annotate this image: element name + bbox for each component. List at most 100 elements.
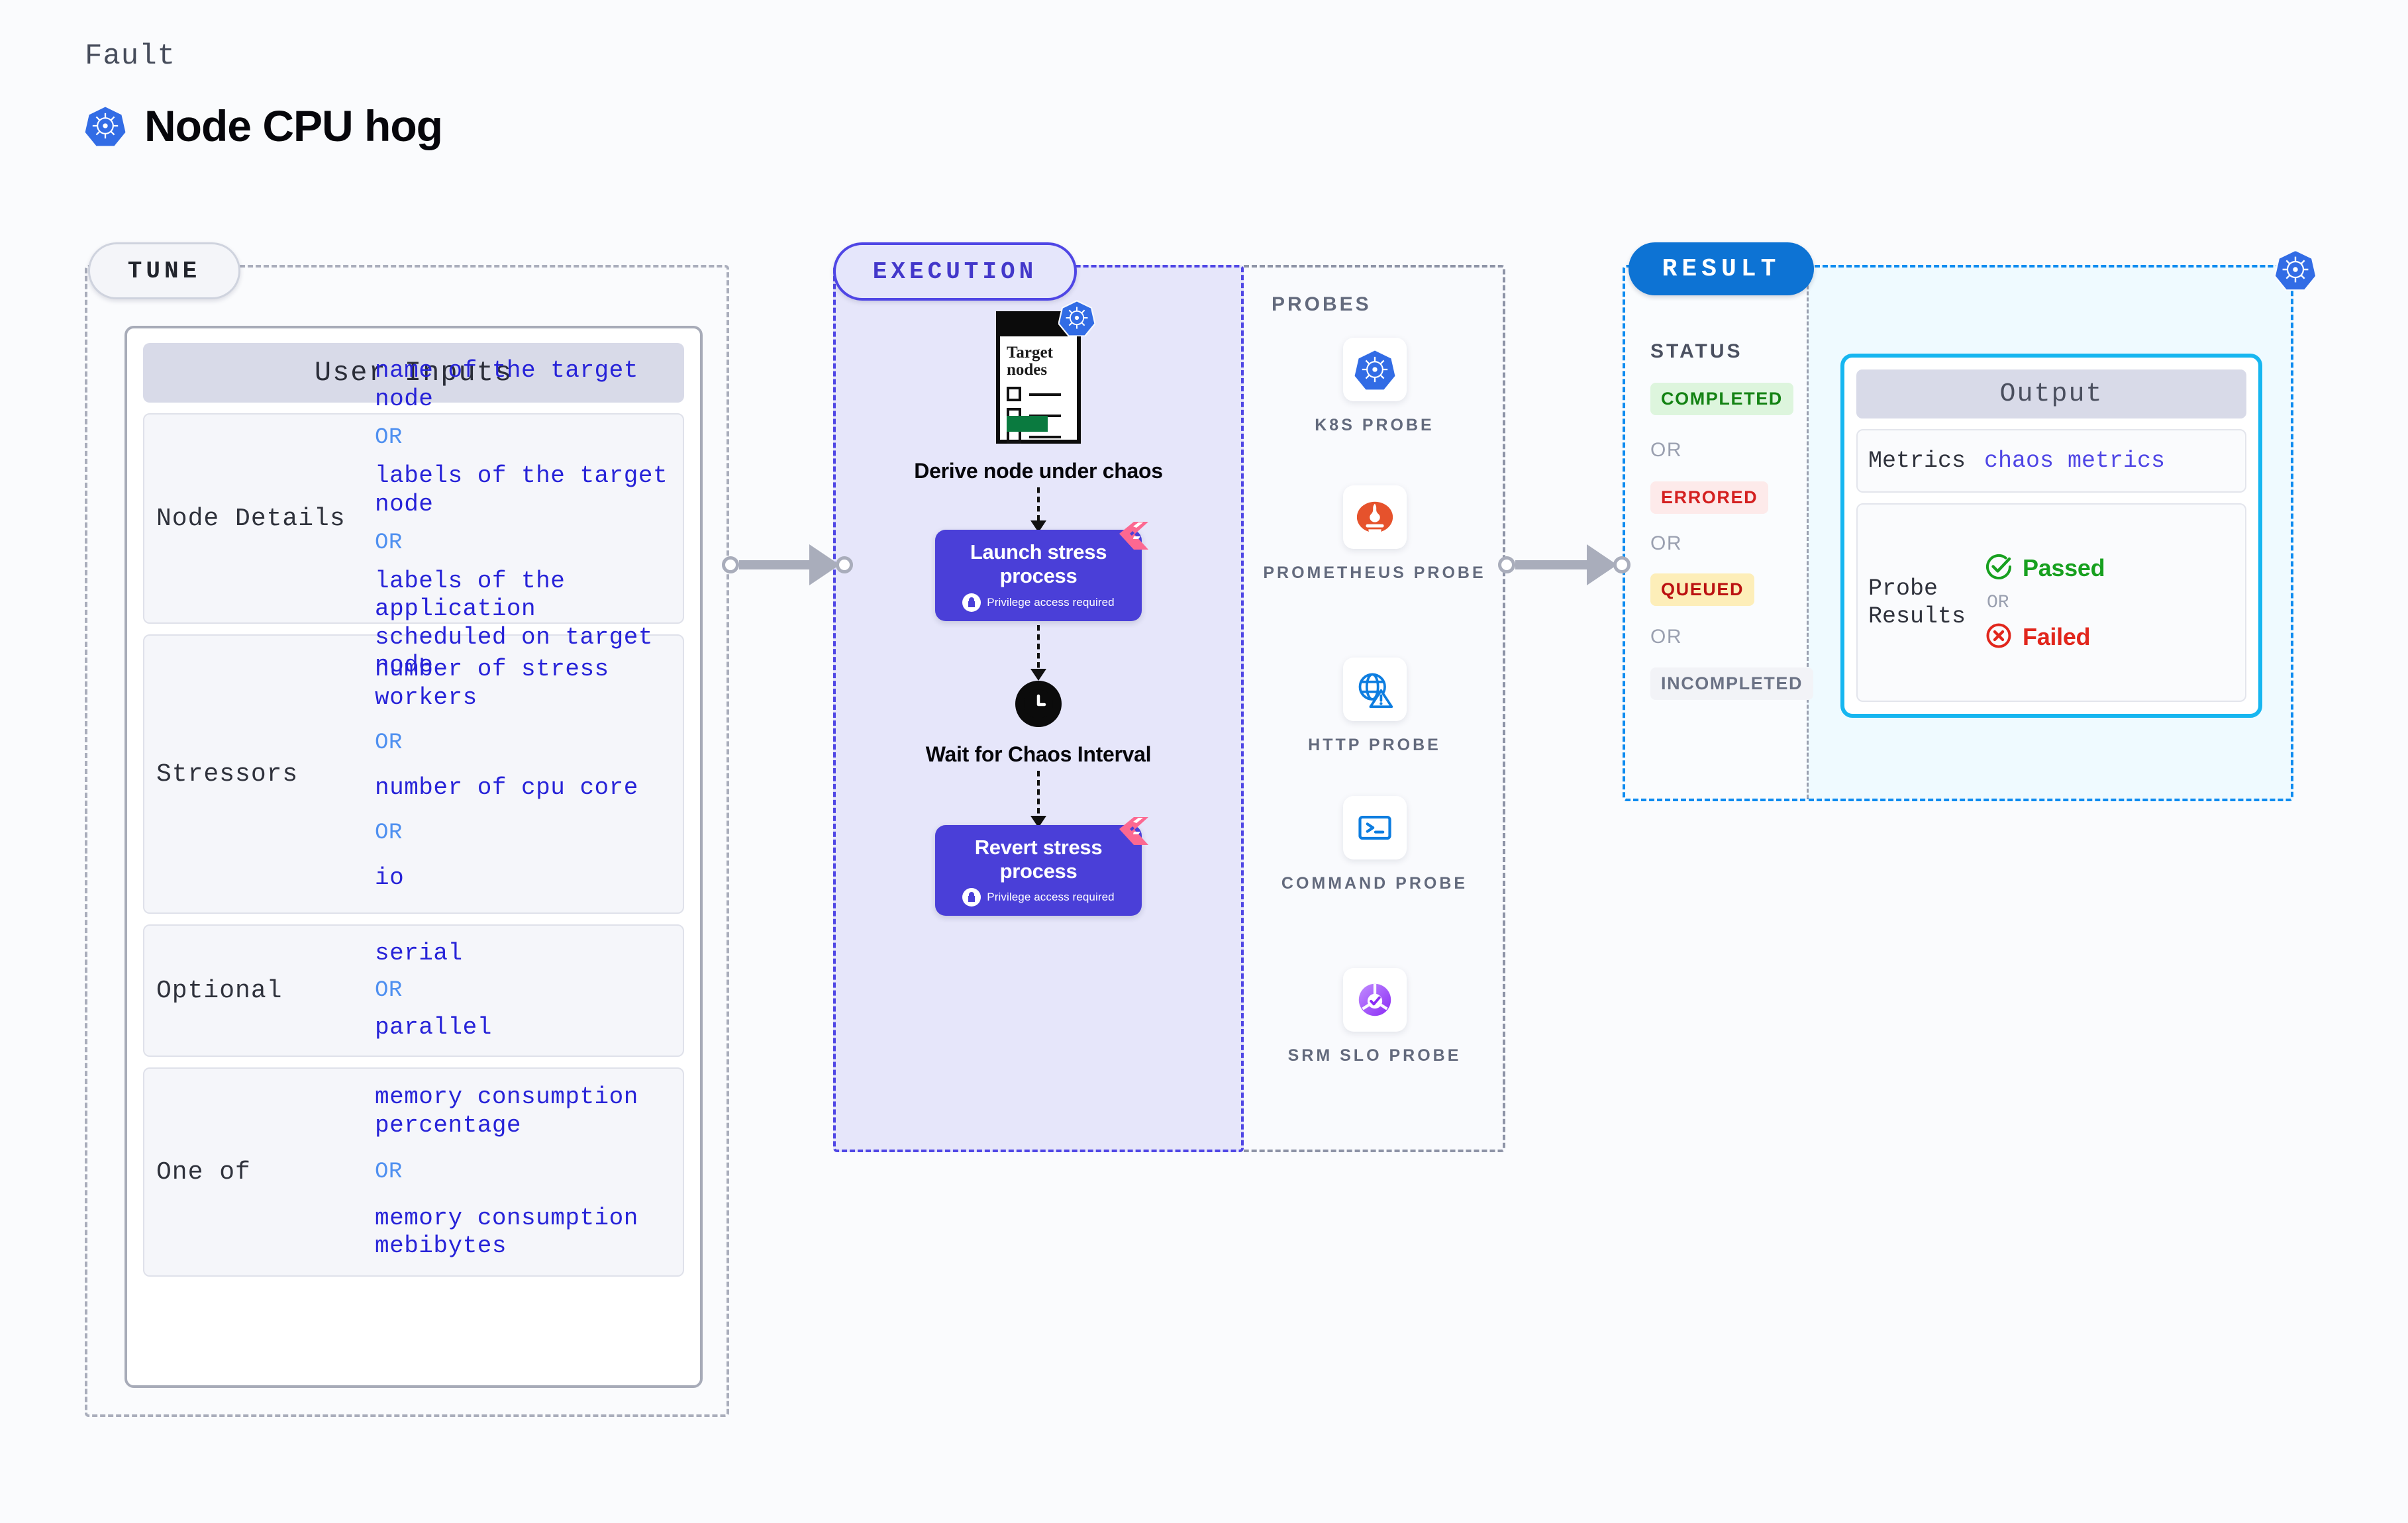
kubernetes-icon <box>1058 299 1096 340</box>
input-separator: OR <box>375 1159 403 1185</box>
flow-step-revert-stress[interactable]: Revert stress process Privilege access r… <box>833 817 1244 916</box>
globe-warning-icon <box>1342 658 1407 721</box>
lock-icon <box>962 888 981 907</box>
input-separator: OR <box>375 425 403 451</box>
output-row-probe-results[interactable]: Probe Results Passed OR <box>1856 503 2246 702</box>
flow-connector-arrow <box>1030 771 1046 828</box>
input-value: io <box>375 864 405 892</box>
status-separator: OR <box>1650 439 1682 461</box>
probes-title: PROBES <box>1272 293 1372 315</box>
input-separator: OR <box>375 730 403 756</box>
status-separator: OR <box>1650 532 1682 554</box>
probe-label: PROMETHEUS PROBE <box>1263 564 1486 582</box>
probe-item-http[interactable]: HTTP PROBE <box>1244 658 1505 757</box>
input-label: Optional <box>156 976 283 1005</box>
section-chip-tune[interactable]: TUNE <box>88 242 240 299</box>
probe-item-command[interactable]: COMMAND PROBE <box>1244 796 1505 895</box>
status-badge-queued: QUEUED <box>1650 573 1755 606</box>
flow-step-caption: Launch stress process <box>970 540 1107 588</box>
target-nodes-list-icon: Target nodes <box>996 300 1096 444</box>
terminal-icon <box>1342 796 1407 860</box>
probe-item-k8s[interactable]: K8S PROBE <box>1244 338 1505 437</box>
harness-icon <box>1117 520 1150 554</box>
status-separator: OR <box>1650 626 1682 648</box>
flow-step-caption: Wait for Chaos Interval <box>925 742 1152 766</box>
probe-label: HTTP PROBE <box>1308 736 1441 754</box>
probe-result-failed: Failed <box>1984 621 2234 654</box>
probe-result-passed: Passed <box>1984 552 2234 585</box>
flow-step-wait-interval[interactable]: Wait for Chaos Interval <box>833 680 1244 767</box>
connector-execution-to-result <box>1498 544 1630 585</box>
flow-step-caption: Derive node under chaos <box>914 459 1163 483</box>
probe-item-prometheus[interactable]: PROMETHEUS PROBE <box>1244 485 1505 585</box>
flow-step-caption: Revert stress process <box>974 836 1103 883</box>
lock-icon <box>962 593 981 612</box>
input-row-node-details[interactable]: Node Details name of the target node OR … <box>143 357 684 679</box>
x-circle-icon <box>1984 621 2013 654</box>
input-label: One of <box>156 1157 251 1187</box>
status-badge-errored: ERRORED <box>1650 481 1769 514</box>
clock-icon <box>1015 680 1062 727</box>
input-separator: OR <box>375 978 403 1003</box>
fault-title-row: Node CPU hog <box>85 101 443 151</box>
status-badge-incompleted: INCOMPLETED <box>1650 667 1814 700</box>
flow-connector-arrow <box>1030 487 1046 533</box>
metrics-link[interactable]: chaos metrics <box>1984 448 2166 474</box>
tune-zone <box>85 265 729 1417</box>
harness-icon <box>1117 816 1150 850</box>
status-badge-completed: COMPLETED <box>1650 383 1793 415</box>
connector-tune-to-execution <box>722 544 853 585</box>
input-value: labels of the target node <box>375 462 668 518</box>
srm-slo-icon <box>1342 968 1407 1032</box>
output-card: Output Metrics chaos metrics Probe Resul… <box>1840 354 2262 718</box>
flow-step-subtitle: Privilege access required <box>987 595 1115 609</box>
input-value: memory consumption mebibytes <box>375 1204 638 1260</box>
status-output-divider <box>1807 268 1809 799</box>
input-value: serial <box>375 939 463 967</box>
output-label: Metrics <box>1868 448 1966 474</box>
input-value: number of cpu core <box>375 774 638 801</box>
check-circle-icon <box>1984 552 2013 585</box>
probe-result-label: Failed <box>2023 623 2091 650</box>
kubernetes-icon <box>1342 338 1407 401</box>
kubernetes-icon <box>85 105 126 146</box>
probe-label: K8S PROBE <box>1315 416 1434 434</box>
flow-step-subtitle: Privilege access required <box>987 891 1115 904</box>
user-inputs-card: User Inputs Node Details name of the tar… <box>125 326 703 1388</box>
input-row-optional[interactable]: Optional serial OR parallel <box>143 924 684 1057</box>
input-separator: OR <box>375 530 403 556</box>
input-value: parallel <box>375 1014 492 1041</box>
execution-flow: Target nodes Derive node under chaos <box>833 300 1244 916</box>
probe-label: COMMAND PROBE <box>1281 874 1468 893</box>
probe-result-label: Passed <box>2023 554 2105 581</box>
input-row-one-of[interactable]: One of memory consumption percentage OR … <box>143 1067 684 1277</box>
fault-eyebrow: Fault <box>85 40 176 73</box>
kubernetes-icon <box>2274 248 2317 294</box>
target-nodes-icon-title: Target nodes <box>1007 344 1053 379</box>
output-row-metrics[interactable]: Metrics chaos metrics <box>1856 429 2246 493</box>
input-label: Stressors <box>156 760 299 789</box>
page-title: Node CPU hog <box>144 101 443 150</box>
page-header: Fault Node CPU hog <box>85 40 443 151</box>
flow-step-derive-node[interactable]: Target nodes Derive node under chaos <box>833 300 1244 483</box>
section-chip-result[interactable]: RESULT <box>1629 242 1814 295</box>
input-label: Node Details <box>156 504 346 533</box>
input-value: name of the target node <box>375 357 638 413</box>
user-inputs-title: User Inputs <box>143 343 684 403</box>
output-label: Probe Results <box>1868 575 1966 630</box>
prometheus-icon <box>1342 485 1407 549</box>
status-zone <box>1623 265 1807 801</box>
section-chip-execution[interactable]: EXECUTION <box>833 242 1077 301</box>
input-value: number of stress workers <box>375 656 609 711</box>
input-value: memory consumption percentage <box>375 1083 638 1139</box>
flow-step-launch-stress[interactable]: Launch stress process Privilege access r… <box>833 522 1244 621</box>
input-separator: OR <box>375 820 403 846</box>
output-title: Output <box>1856 369 2246 418</box>
probe-item-srm-slo[interactable]: SRM SLO PROBE <box>1244 968 1505 1067</box>
status-title: STATUS <box>1650 340 1743 362</box>
flow-connector-arrow <box>1030 624 1046 681</box>
input-row-stressors[interactable]: Stressors number of stress workers OR nu… <box>143 634 684 914</box>
probe-result-separator: OR <box>1987 592 2009 613</box>
input-value: labels of the application scheduled on t… <box>375 567 653 679</box>
probe-label: SRM SLO PROBE <box>1287 1046 1462 1065</box>
